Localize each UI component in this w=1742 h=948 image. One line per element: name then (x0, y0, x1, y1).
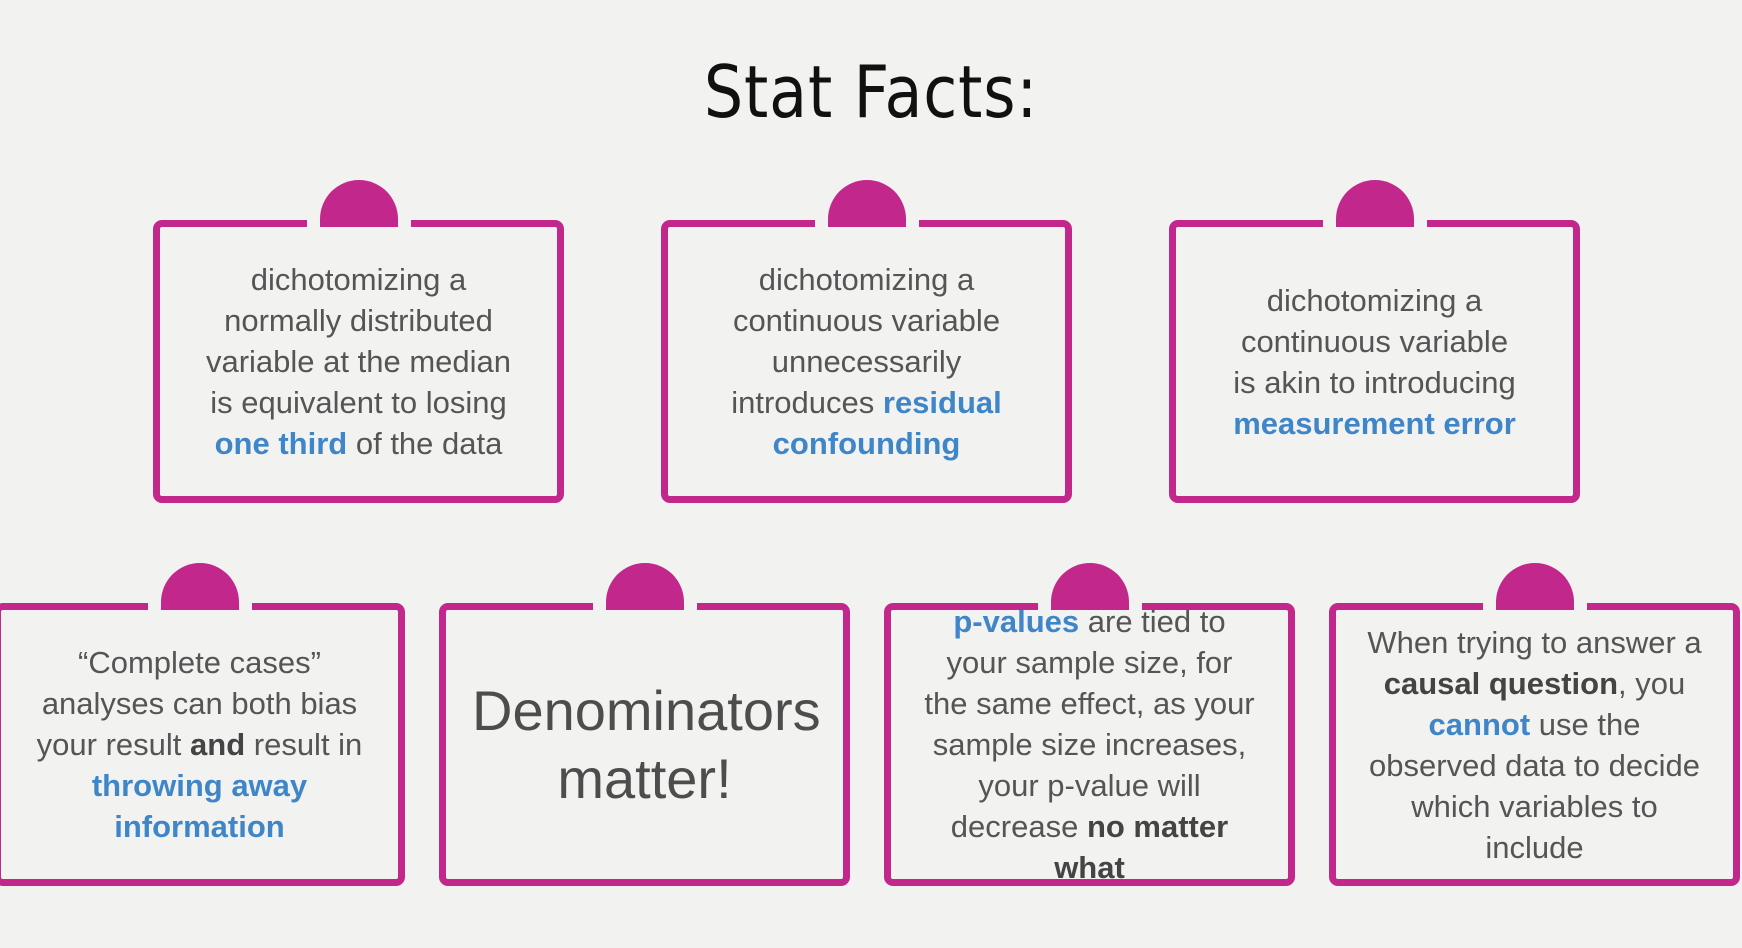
fact-bold: and (190, 727, 246, 762)
fact-highlight: residual confounding (772, 385, 1002, 461)
fact-card-one-third: dichotomizing a normally distributed var… (153, 180, 564, 503)
card-tab-decoration (319, 180, 398, 227)
fact-card-complete-cases: “Complete cases” analyses can both bias … (0, 563, 405, 886)
page-title: Stat Facts: (703, 50, 1039, 134)
fact-heading-line-2: matter! (557, 746, 732, 810)
fact-highlight: throwing away information (91, 768, 308, 844)
fact-card-measurement-error: dichotomizing a continuous variable is a… (1169, 180, 1580, 503)
fact-card-causal-question: When trying to answer a causal question,… (1329, 563, 1740, 886)
fact-text: dichotomizing a normally distributed var… (205, 262, 512, 420)
fact-heading-line-1: Denominators (472, 678, 821, 742)
fact-text: “Complete cases” analyses can both bias … (36, 645, 358, 762)
fact-card-denominators: Denominators matter! (439, 563, 850, 886)
fact-highlight: measurement error (1233, 405, 1516, 441)
fact-text-mid: result in (245, 727, 363, 762)
fact-highlight: p-values (953, 604, 1080, 639)
fact-text: are tied to your sample size, for the sa… (924, 604, 1255, 844)
fact-text: dichotomizing a continuous variable is a… (1233, 282, 1516, 400)
fact-text-end: of the data (347, 426, 503, 461)
card-tab-decoration (827, 180, 906, 227)
card-tab-decoration (605, 563, 684, 610)
card-tab-decoration (1495, 563, 1574, 610)
fact-text: When trying to answer a (1367, 624, 1702, 660)
fact-highlight: one third (214, 426, 348, 461)
fact-card-p-values: p-values are tied to your sample size, f… (884, 563, 1295, 886)
fact-text: dichotomizing a continuous variable unne… (731, 262, 1001, 420)
fact-card-residual-confounding: dichotomizing a continuous variable unne… (661, 180, 1072, 503)
fact-highlight: cannot (1428, 706, 1531, 742)
card-tab-decoration (1335, 180, 1414, 227)
fact-bold: causal question (1383, 665, 1619, 701)
fact-bold: no matter what (1054, 809, 1229, 885)
card-tab-decoration (160, 563, 239, 610)
fact-text-mid: , you (1618, 665, 1686, 701)
fact-text-end: use the observed data to decide which va… (1369, 706, 1700, 865)
